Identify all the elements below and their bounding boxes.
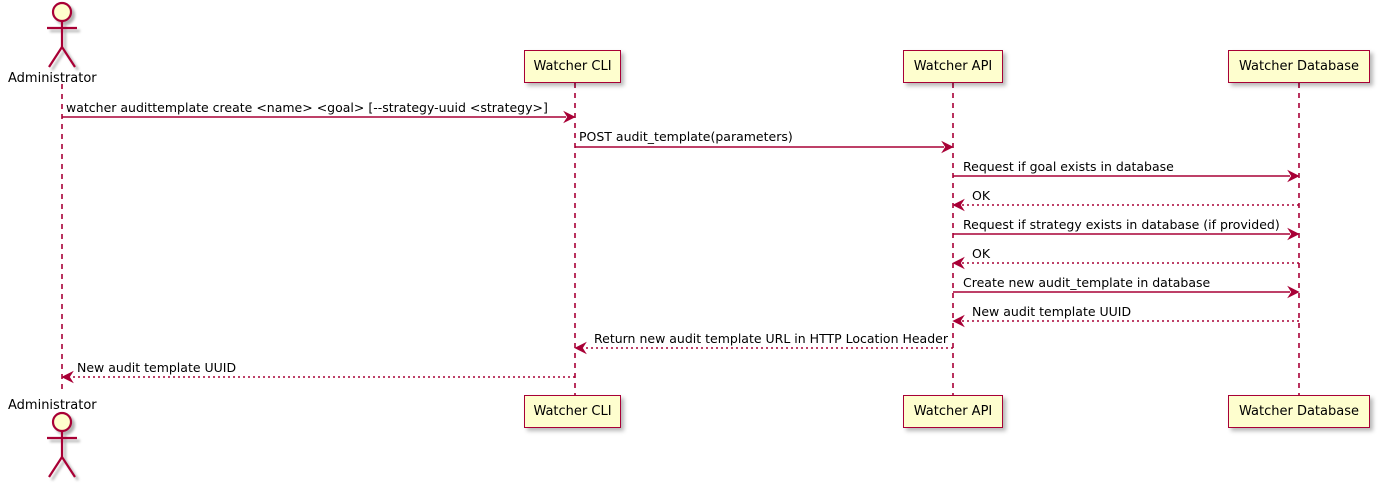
- participant-label-watcher-api: Watcher API: [913, 404, 993, 419]
- arrowhead-1: [941, 140, 954, 154]
- message-arrows-group: [61, 110, 1300, 384]
- participant-label-watcher-api: Watcher API: [913, 59, 993, 74]
- lifelines-group: [61, 83, 1300, 395]
- arrowhead-6: [1287, 285, 1300, 299]
- arrowhead-3: [952, 198, 965, 212]
- actor-figure-administrator-bottom: [47, 411, 77, 478]
- message-arrow-5: [952, 256, 1299, 270]
- message-label-8: Return new audit template URL in HTTP Lo…: [594, 331, 948, 346]
- participant-label-watcher-database: Watcher Database: [1239, 59, 1359, 74]
- message-arrow-8: [574, 341, 953, 355]
- actor-figures-group: [47, 1, 77, 478]
- message-label-6: Create new audit_template in database: [963, 275, 1211, 290]
- arrowhead-2: [1287, 169, 1300, 183]
- participant-label-watcher-cli: Watcher CLI: [533, 59, 612, 74]
- participant-box-watcher-database-bottom[interactable]: Watcher Database: [1228, 395, 1370, 428]
- actor-label-administrator-top: Administrator: [8, 71, 97, 86]
- actor-figure-administrator-top: [47, 1, 77, 68]
- arrowhead-0: [563, 110, 576, 124]
- participant-box-watcher-api-top[interactable]: Watcher API: [903, 50, 1003, 83]
- participant-box-watcher-cli-bottom[interactable]: Watcher CLI: [524, 395, 621, 428]
- participant-label-watcher-database: Watcher Database: [1239, 404, 1359, 419]
- arrowhead-8: [574, 341, 587, 355]
- message-arrow-7: [952, 314, 1299, 328]
- message-label-2: Request if goal exists in database: [963, 159, 1174, 174]
- message-arrow-6: [953, 285, 1300, 299]
- message-arrow-9: [61, 370, 575, 384]
- participant-box-watcher-database-top[interactable]: Watcher Database: [1228, 50, 1370, 83]
- message-label-3: OK: [972, 188, 991, 203]
- arrowhead-4: [1287, 227, 1300, 241]
- message-arrow-2: [953, 169, 1300, 183]
- message-arrow-4: [953, 227, 1300, 241]
- arrowhead-9: [61, 370, 74, 384]
- message-label-7: New audit template UUID: [972, 304, 1132, 319]
- message-label-4: Request if strategy exists in database (…: [963, 217, 1280, 232]
- message-label-5: OK: [972, 246, 991, 261]
- participant-box-watcher-cli-top[interactable]: Watcher CLI: [524, 50, 621, 83]
- message-arrow-3: [952, 198, 1299, 212]
- actor-label-administrator-bottom: Administrator: [8, 398, 97, 413]
- message-label-0: watcher audittemplate create <name> <goa…: [66, 100, 548, 115]
- participant-label-watcher-cli: Watcher CLI: [533, 404, 612, 419]
- message-label-1: POST audit_template(parameters): [579, 129, 793, 144]
- message-arrow-1: [575, 140, 954, 154]
- arrowhead-5: [952, 256, 965, 270]
- message-arrow-0: [62, 110, 576, 124]
- participant-box-watcher-api-bottom[interactable]: Watcher API: [903, 395, 1003, 428]
- message-label-9: New audit template UUID: [77, 360, 237, 375]
- arrowhead-7: [952, 314, 965, 328]
